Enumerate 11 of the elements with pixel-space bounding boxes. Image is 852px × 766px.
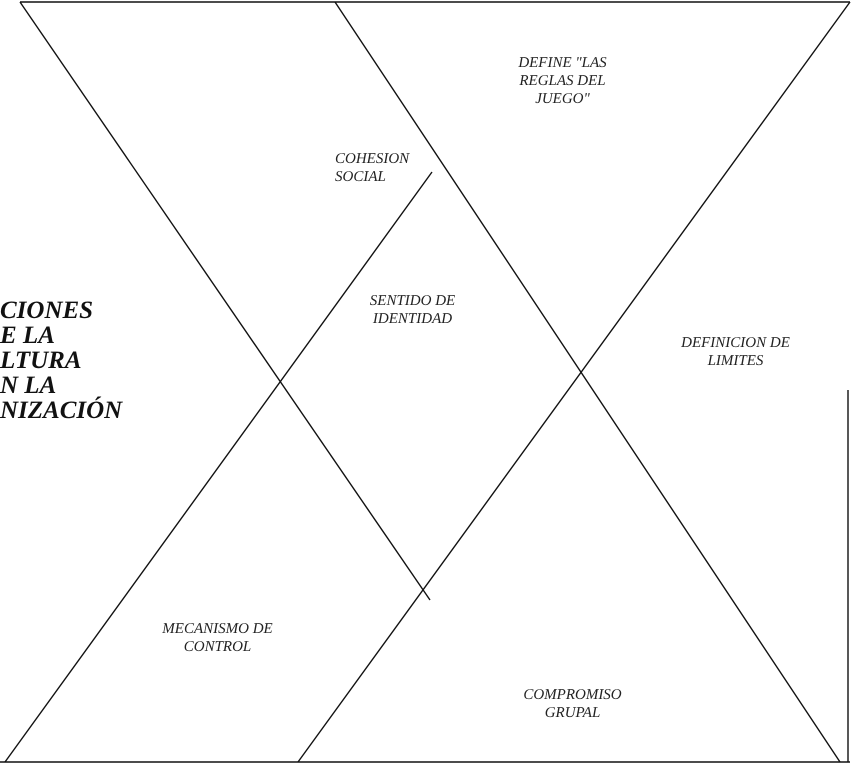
region-label: MECANISMO DE CONTROL (161, 620, 274, 656)
region-label: COMPROMISO GRUPAL (522, 686, 623, 722)
heading-text: NIZACIÓN (0, 398, 122, 423)
heading-text: CIONES (0, 298, 94, 323)
region-label: DEFINICION DE LIMITES (680, 334, 791, 370)
region-label: DEFINE "LAS REGLAS DEL JUEGO" (517, 54, 608, 108)
heading-text: LTURA (0, 348, 82, 373)
heading-text: E LA (0, 323, 55, 348)
region-label: SENTIDO DE IDENTIDAD (368, 292, 456, 328)
region-label: COHESION SOCIAL (335, 150, 410, 186)
heading-text: N LA (0, 373, 56, 398)
